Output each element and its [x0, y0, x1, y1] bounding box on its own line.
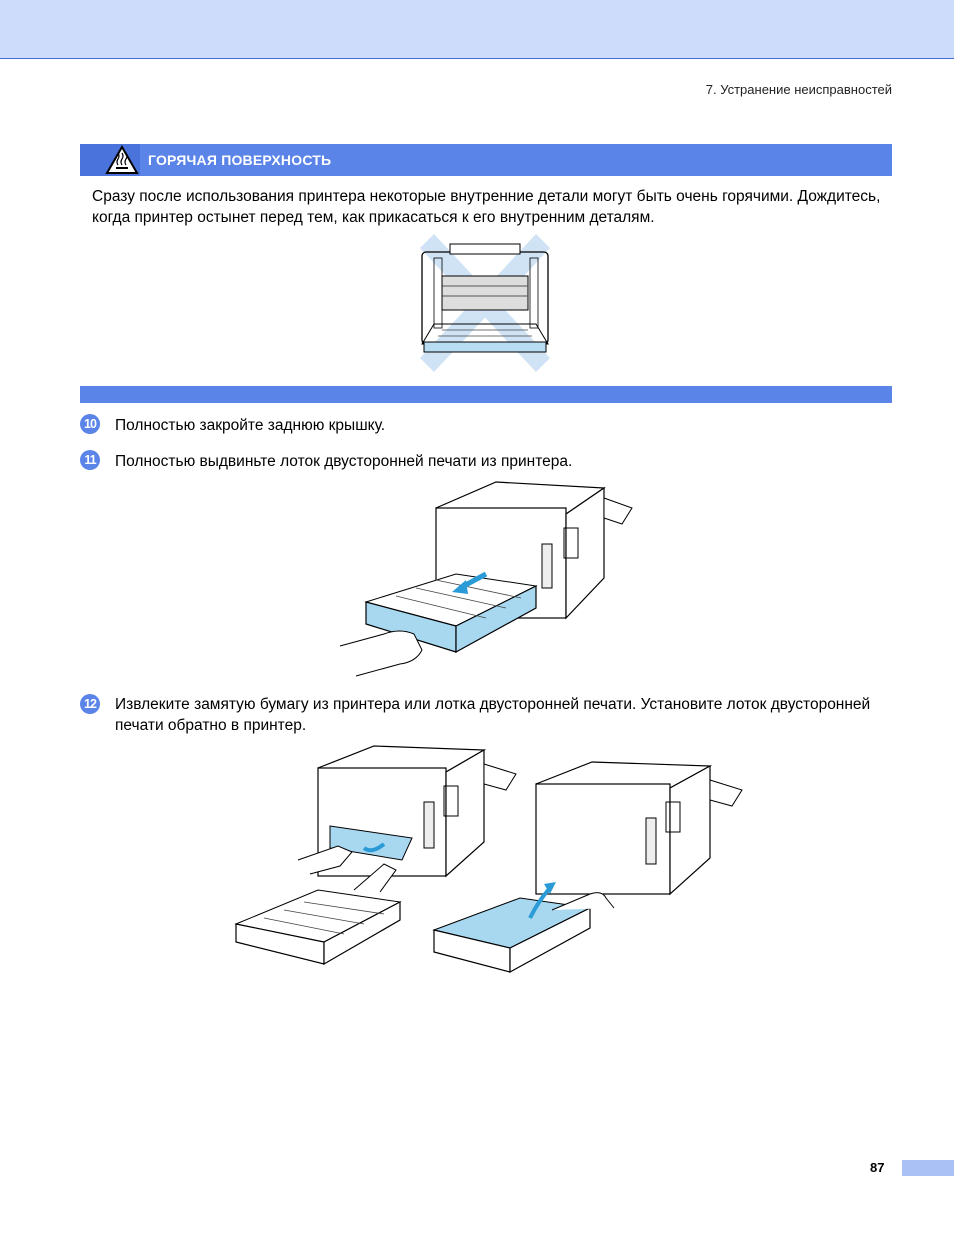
step-text-10: Полностью закройте заднюю крышку.: [115, 417, 386, 434]
step-text-11: Полностью выдвиньте лоток двусторонней п…: [115, 453, 573, 470]
page-tab-marker: [902, 1160, 954, 1176]
warning-text: Сразу после использования принтера некот…: [92, 188, 881, 226]
chapter-title: 7. Устранение неисправностей: [705, 82, 892, 97]
pull-duplex-tray-illustration: [339, 481, 633, 677]
step-text-12: Извлеките замятую бумагу из принтера или…: [115, 696, 871, 734]
hot-surface-icon: [105, 144, 139, 174]
header-band: [0, 0, 954, 59]
page-number: 87: [870, 1160, 885, 1175]
step-number-11: 11: [80, 450, 100, 470]
remove-jam-printer-illustration: [234, 745, 517, 966]
hot-printer-illustration: [420, 234, 550, 372]
warning-end-bar: [80, 386, 892, 403]
reinsert-duplex-tray-illustration: [432, 761, 743, 974]
warning-title: ГОРЯЧАЯ ПОВЕРХНОСТЬ: [148, 152, 332, 168]
warning-bar: [80, 144, 892, 176]
step-number-10: 10: [80, 414, 100, 434]
step-number-12: 12: [80, 694, 100, 714]
